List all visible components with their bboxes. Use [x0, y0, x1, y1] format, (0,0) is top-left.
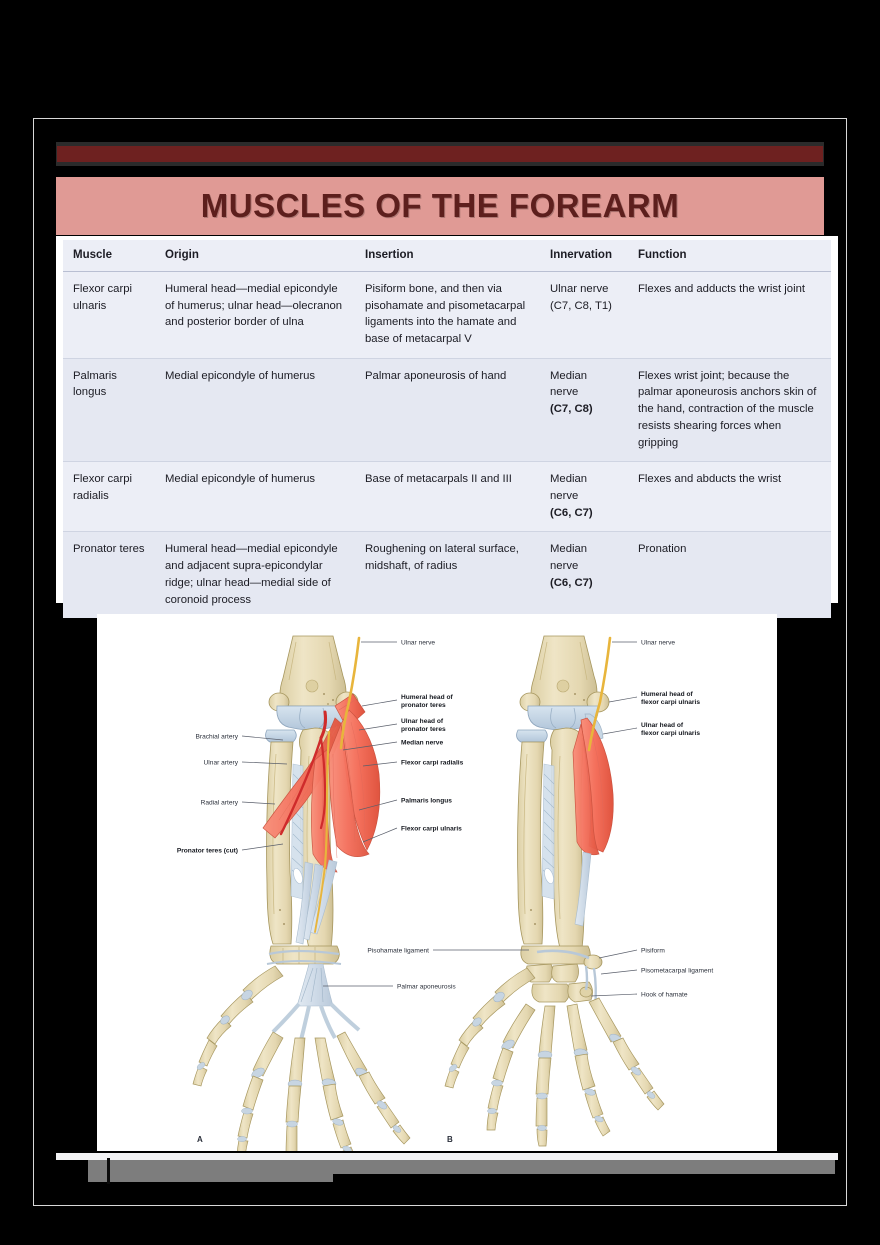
cell-function: Pronation — [628, 531, 831, 619]
muscle-table-panel: Muscle Origin Insertion Innervation Func… — [56, 236, 838, 619]
bottom-tick-mark — [107, 1158, 110, 1184]
innervation-roots: (C6, C7) — [550, 506, 593, 519]
label-pisometacarpal-ligament: Pisometacarpal ligament — [641, 968, 713, 975]
column-header-insertion: Insertion — [355, 240, 540, 272]
innervation-roots: (C6, C7) — [550, 576, 593, 589]
table-row: Pronator teres Humeral head—medial epico… — [63, 531, 831, 619]
panel-key-a: A — [197, 1135, 203, 1144]
panel-a-leaders — [241, 641, 398, 987]
label-ulnar-nerve-b: Ulnar nerve — [641, 640, 675, 647]
table-header-row: Muscle Origin Insertion Innervation Func… — [63, 240, 831, 272]
bottom-light-bar — [56, 1153, 838, 1160]
panel-b-illustration: Ulnar nerve Humeral head of flexor carpi… — [367, 635, 713, 1147]
label-pisiform: Pisiform — [641, 948, 665, 955]
column-header-muscle: Muscle — [63, 240, 155, 272]
muscle-table-inner: Muscle Origin Insertion Innervation Func… — [63, 240, 831, 619]
cell-insertion: Pisiform bone, and then via pisohamate a… — [355, 271, 540, 359]
label-ulnar-head-pt-l2: pronator teres — [401, 726, 446, 733]
muscle-table: Muscle Origin Insertion Innervation Func… — [63, 240, 831, 619]
cell-insertion: Base of metacarpals II and III — [355, 461, 540, 533]
label-humeral-head-pt-l1: Humeral head of — [401, 694, 453, 701]
cell-origin: Medial epicondyle of humerus — [155, 461, 355, 533]
label-ulnar-artery: Ulnar artery — [204, 760, 239, 767]
column-header-origin: Origin — [155, 240, 355, 272]
label-ulnar-head-fcu-l1: Ulnar head of — [641, 722, 684, 729]
table-row: Palmaris longus Medial epicondyle of hum… — [63, 358, 831, 463]
accent-bar — [57, 146, 823, 162]
label-hook-of-hamate: Hook of hamate — [641, 992, 688, 999]
cell-origin: Humeral head—medial epicondyle of humeru… — [155, 271, 355, 359]
innervation-nerve: Median nerve — [550, 369, 588, 399]
panel-key-b: B — [447, 1135, 453, 1144]
panel-b-leaders — [433, 641, 638, 997]
cell-innervation: Ulnar nerve (C7, C8, T1) — [540, 271, 628, 359]
cell-function: Flexes wrist joint; because the palmar a… — [628, 358, 831, 463]
cell-muscle: Pronator teres — [63, 531, 155, 619]
panel-a-illustration: Ulnar nerve Humeral head of pronator ter… — [177, 635, 464, 1151]
table-row: Flexor carpi radialis Medial epicondyle … — [63, 461, 831, 533]
cell-innervation: Median nerve (C6, C7) — [540, 531, 628, 619]
cell-muscle: Flexor carpi radialis — [63, 461, 155, 533]
label-pisohamate-ligament: Pisohamate ligament — [367, 948, 429, 955]
label-humeral-head-pt-l2: pronator teres — [401, 702, 446, 709]
label-humeral-head-fcu-l1: Humeral head of — [641, 691, 693, 698]
label-flexor-carpi-ulnaris-a: Flexor carpi ulnaris — [401, 826, 462, 833]
cell-origin: Humeral head—medial epicondyle and adjac… — [155, 531, 355, 619]
label-brachial-artery: Brachial artery — [195, 734, 238, 741]
page-title: MUSCLES OF THE FOREARM — [200, 187, 680, 224]
label-flexor-carpi-radialis: Flexor carpi radialis — [401, 760, 464, 767]
cell-origin: Medial epicondyle of humerus — [155, 358, 355, 463]
cell-innervation: Median nerve (C7, C8) — [540, 358, 628, 463]
label-palmar-aponeurosis: Palmar aponeurosis — [397, 984, 456, 991]
cell-function: Flexes and abducts the wrist — [628, 461, 831, 533]
accent-bar-container — [56, 142, 824, 166]
cell-insertion: Roughening on lateral surface, midshaft,… — [355, 531, 540, 619]
forearm-anatomy-illustration: Ulnar nerve Humeral head of pronator ter… — [97, 614, 777, 1151]
bottom-grey-bar — [88, 1160, 333, 1182]
innervation-nerve: Median nerve — [550, 543, 588, 573]
cell-innervation: Median nerve (C6, C7) — [540, 461, 628, 533]
label-median-nerve: Median nerve — [401, 740, 443, 747]
column-header-function: Function — [628, 240, 831, 272]
label-radial-artery: Radial artery — [201, 800, 239, 807]
anatomy-figure-panel: Ulnar nerve Humeral head of pronator ter… — [97, 614, 777, 1151]
innervation-roots: (C7, C8) — [550, 403, 593, 416]
label-ulnar-head-pt-l1: Ulnar head of — [401, 718, 444, 725]
innervation-nerve: Median nerve — [550, 473, 588, 502]
label-humeral-head-fcu-l2: flexor carpi ulnaris — [641, 699, 700, 706]
cell-muscle: Flexor carpi ulnaris — [63, 271, 155, 359]
cell-function: Flexes and adducts the wrist joint — [628, 271, 831, 359]
table-row: Flexor carpi ulnaris Humeral head—medial… — [63, 271, 831, 359]
column-header-innervation: Innervation — [540, 240, 628, 272]
title-banner: MUSCLES OF THE FOREARM — [56, 177, 824, 235]
cell-insertion: Palmar aponeurosis of hand — [355, 358, 540, 463]
label-palmaris-longus: Palmaris longus — [401, 798, 452, 805]
label-ulnar-nerve-a: Ulnar nerve — [401, 640, 435, 647]
innervation-roots: (C7, C8, T1) — [550, 299, 612, 312]
cell-muscle: Palmaris longus — [63, 358, 155, 463]
innervation-nerve: Ulnar nerve — [550, 282, 609, 295]
label-pronator-teres-cut: Pronator teres (cut) — [177, 848, 238, 855]
label-ulnar-head-fcu-l2: flexor carpi ulnaris — [641, 730, 700, 737]
